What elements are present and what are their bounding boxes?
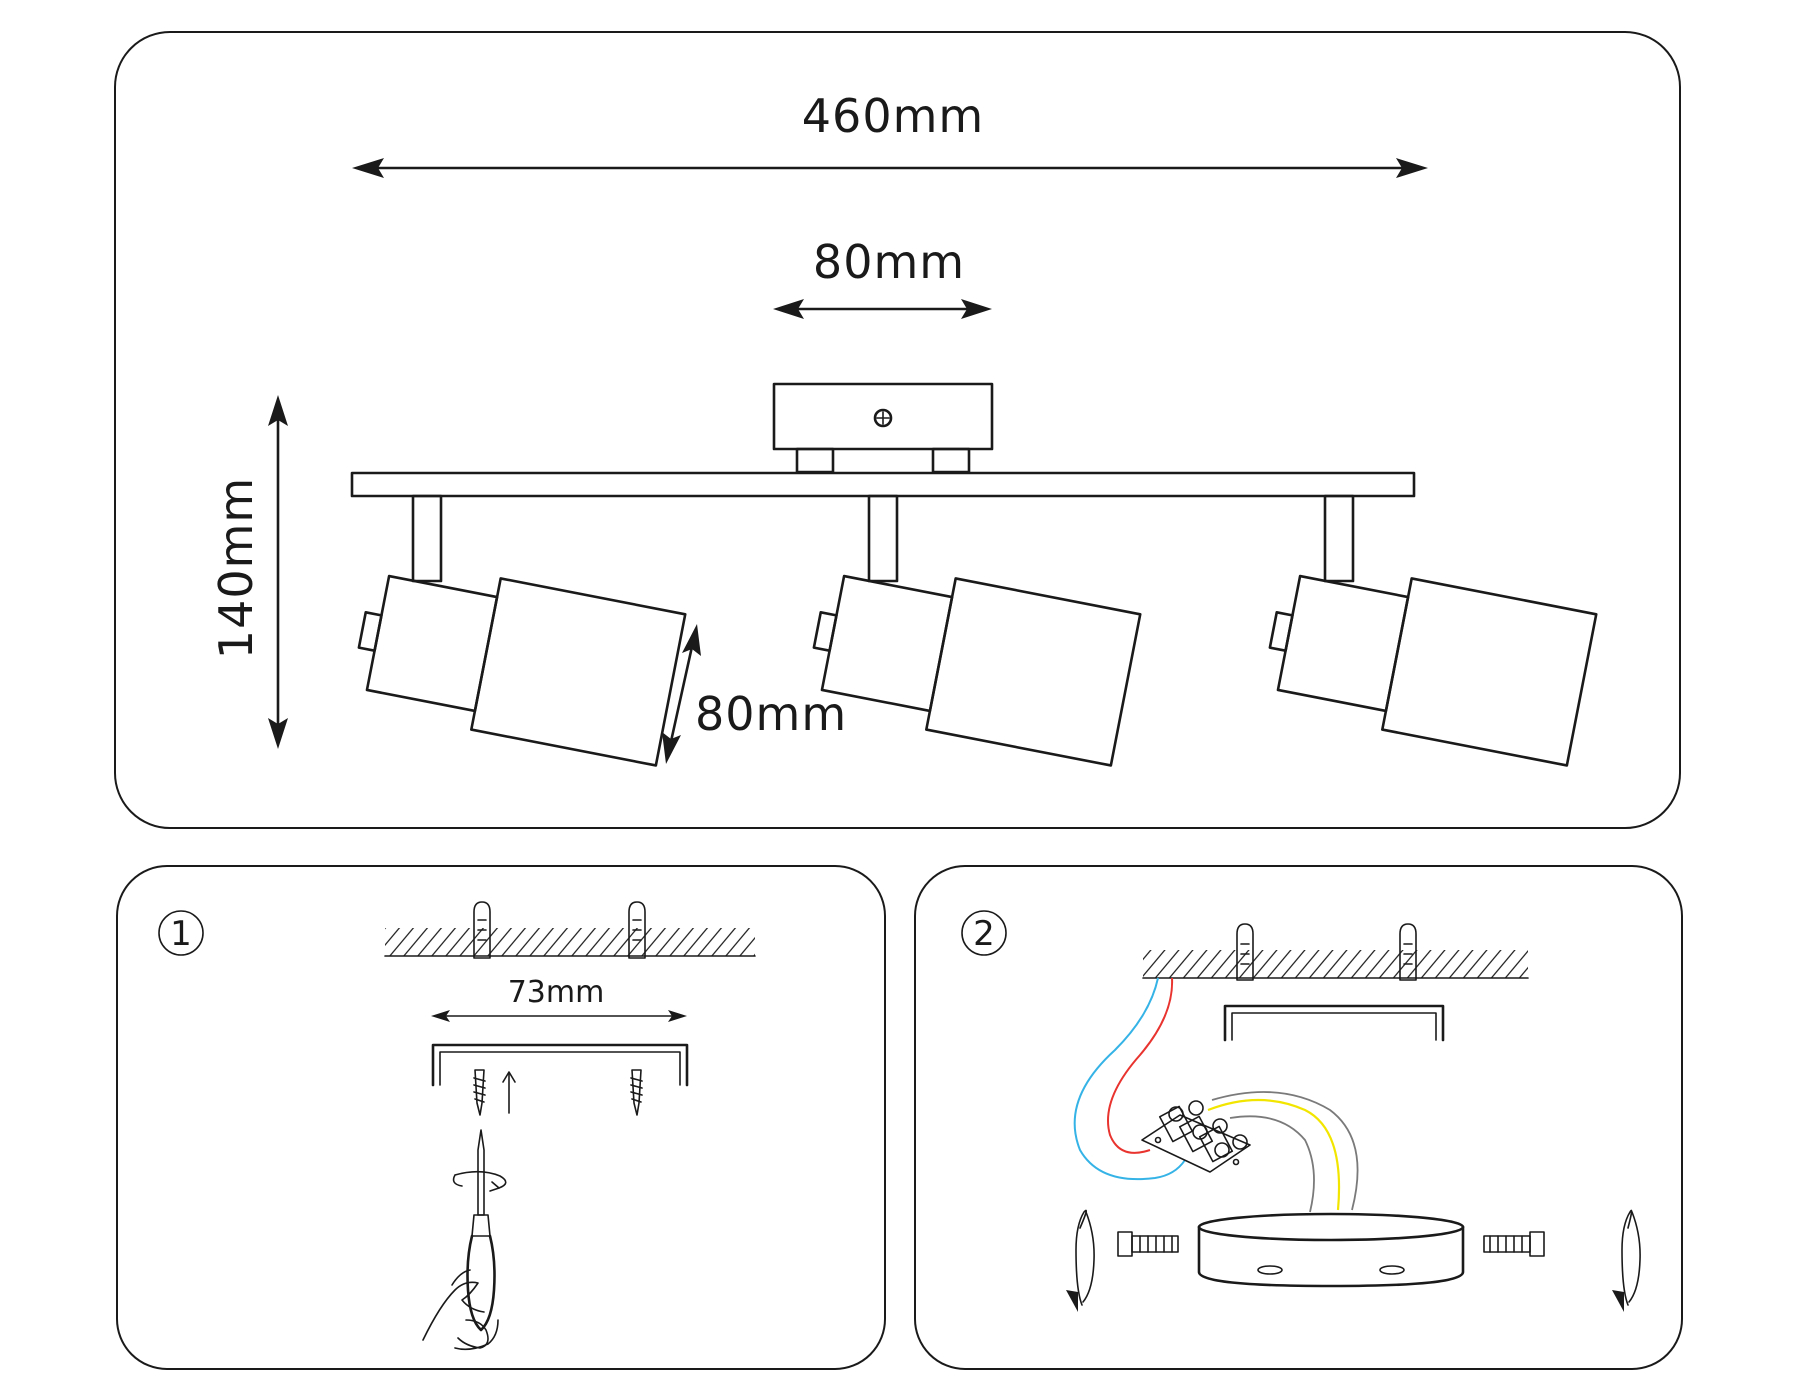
top-panel-frame xyxy=(114,31,1681,829)
step1-screw-left-icon xyxy=(473,1069,486,1116)
base-screw-icon xyxy=(873,408,893,428)
spotlight-1 xyxy=(357,494,687,767)
step2-ceiling xyxy=(1142,950,1529,979)
step1-wall-anchor-right xyxy=(628,901,646,959)
shade-size-label: 80mm xyxy=(695,687,847,741)
spotlight-fixture xyxy=(350,382,1598,767)
step1-up-arrow-icon xyxy=(502,1071,516,1114)
step1-panel-frame xyxy=(116,865,886,1370)
step1-spacing-label: 73mm xyxy=(508,975,605,1010)
height-label: 140mm xyxy=(209,477,263,659)
rotate-arrow-left-icon xyxy=(1066,1209,1095,1312)
step1-screw-right-icon xyxy=(630,1069,643,1116)
step2-wall-anchor-right xyxy=(1399,923,1417,981)
bolt-right-icon xyxy=(1483,1231,1545,1257)
terminal-block-icon xyxy=(1141,1100,1251,1173)
overall-length-arrow xyxy=(352,158,1428,178)
step2-fixture-wires xyxy=(1207,1091,1359,1213)
height-arrow xyxy=(268,395,288,749)
step2-supply-wires xyxy=(1073,977,1186,1181)
base-width-label: 80mm xyxy=(813,235,965,289)
step2-panel-frame xyxy=(914,865,1683,1370)
step1-wall-anchor-left xyxy=(473,901,491,959)
screwdriver-hand-icon xyxy=(422,1129,507,1351)
ceiling-base xyxy=(772,382,994,451)
base-width-arrow xyxy=(773,299,992,319)
svg-text:2: 2 xyxy=(973,914,995,954)
step1-number-badge: 1 xyxy=(158,910,204,956)
step2-mounting-bracket xyxy=(1223,1004,1445,1042)
svg-text:1: 1 xyxy=(170,914,192,954)
overall-length-label: 460mm xyxy=(802,89,984,143)
step1-mounting-bracket xyxy=(431,1043,689,1087)
rotate-arrow-right-icon xyxy=(1612,1209,1641,1312)
step1-ceiling xyxy=(384,928,756,957)
spotlight-2 xyxy=(812,494,1142,767)
bolt-left-icon xyxy=(1117,1231,1179,1257)
spotlight-3 xyxy=(1268,494,1598,767)
step2-wall-anchor-left xyxy=(1236,923,1254,981)
step2-number-badge: 2 xyxy=(961,910,1007,956)
shade-size-arrow xyxy=(662,624,701,764)
canopy-icon xyxy=(1197,1212,1465,1288)
step1-spacing-arrow xyxy=(431,1010,687,1022)
